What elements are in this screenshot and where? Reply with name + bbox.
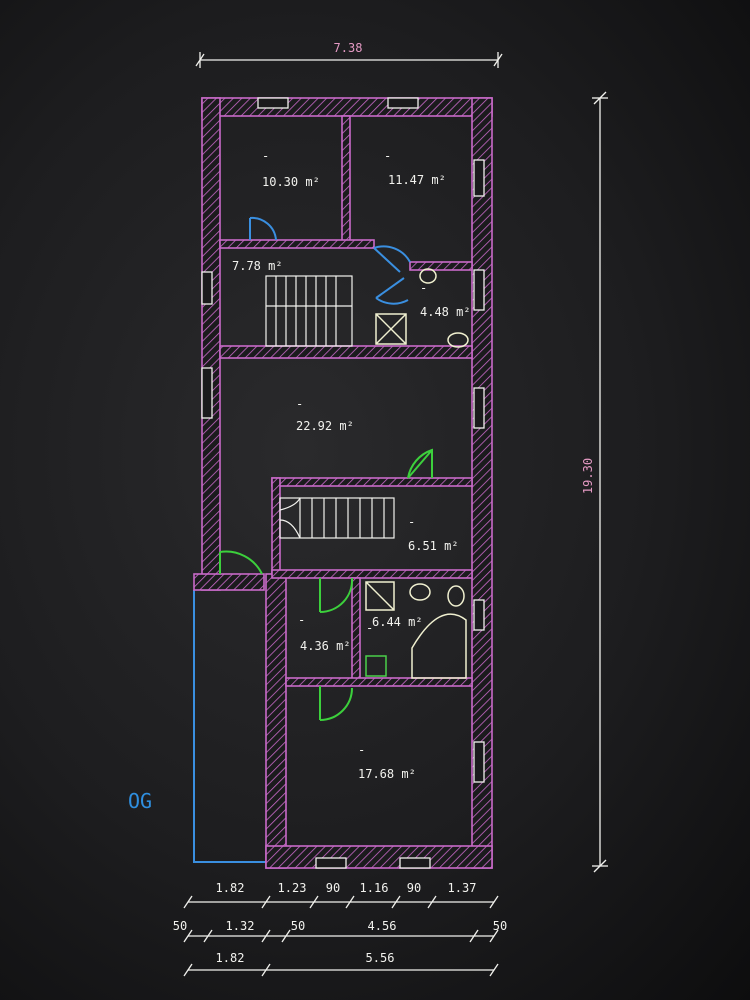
room-6-dash: - xyxy=(408,515,415,529)
door-room-7 xyxy=(319,577,354,614)
doors xyxy=(219,216,433,721)
dimension-row-1: 1.82 1.23 90 1.16 90 1.37 xyxy=(183,881,499,909)
dim-r2-4: 50 xyxy=(493,919,507,933)
wall-left-upper xyxy=(201,97,221,591)
room-4-dash: - xyxy=(420,281,427,295)
room-7-area: 4.36 m² xyxy=(300,639,351,653)
dim-r3-0: 1.82 xyxy=(216,951,245,965)
room-7-dash: - xyxy=(298,613,305,627)
wall-int-6 xyxy=(271,477,281,575)
dim-r2-3: 4.56 xyxy=(368,919,397,933)
room-9-dash: - xyxy=(358,743,365,757)
wall-int-2 xyxy=(219,239,375,249)
floor-label: OG xyxy=(128,789,152,813)
fixtures xyxy=(365,268,469,679)
dim-r3-1: 5.56 xyxy=(366,951,395,965)
dim-r2-2: 50 xyxy=(291,919,305,933)
dimension-row-3: 1.82 5.56 xyxy=(183,951,499,977)
room-9-area: 17.68 m² xyxy=(358,767,416,781)
dim-r2-0: 50 xyxy=(173,919,187,933)
room-1-dash: - xyxy=(262,149,269,163)
wall-int-8 xyxy=(351,577,361,681)
door-balcony xyxy=(219,550,263,575)
room-5-area: 22.92 m² xyxy=(296,419,354,433)
door-room-6 xyxy=(407,448,433,479)
balcony-outline xyxy=(193,590,266,863)
wall-int-3 xyxy=(409,261,473,271)
door-room-9 xyxy=(319,686,353,721)
dim-r1-3: 1.16 xyxy=(360,881,389,895)
wall-top xyxy=(201,97,493,117)
wall-int-1 xyxy=(341,115,351,243)
right-dimension: 19.30 xyxy=(581,91,608,873)
room-2-dash: - xyxy=(384,149,391,163)
room-labels: - 10.30 m² - 11.47 m² 7.78 m² - 4.48 m² … xyxy=(232,149,471,781)
upper-staircase xyxy=(265,275,353,347)
door-hall-1 xyxy=(373,245,411,273)
dim-r1-4: 90 xyxy=(407,881,421,895)
wall-int-7 xyxy=(271,569,473,579)
room-8-area: 6.44 m² xyxy=(372,615,423,629)
dim-r1-2: 90 xyxy=(326,881,340,895)
room-1-area: 10.30 m² xyxy=(262,175,320,189)
wall-int-5 xyxy=(271,477,473,487)
right-dimension-label: 19.30 xyxy=(581,458,595,494)
room-4-area: 4.48 m² xyxy=(420,305,471,319)
room-6-area: 6.51 m² xyxy=(408,539,459,553)
dim-r1-5: 1.37 xyxy=(448,881,477,895)
top-dimension-label: 7.38 xyxy=(334,41,363,55)
wall-int-9 xyxy=(285,677,473,687)
lower-staircase xyxy=(279,497,395,539)
room-3-area: 7.78 m² xyxy=(232,259,283,273)
door-bath-1 xyxy=(375,277,409,305)
dimension-row-2: 50 1.32 50 4.56 50 xyxy=(173,919,507,943)
wall-step xyxy=(193,573,265,591)
top-dimension: 7.38 xyxy=(195,41,503,68)
room-5-dash: - xyxy=(296,397,303,411)
door-room-1 xyxy=(249,216,277,241)
room-2-area: 11.47 m² xyxy=(388,173,446,187)
windows xyxy=(201,97,485,869)
wall-bottom xyxy=(265,845,493,869)
dim-r2-1: 1.32 xyxy=(226,919,255,933)
room-8-dash: - xyxy=(366,621,373,635)
walls xyxy=(193,97,493,869)
dim-r1-1: 1.23 xyxy=(278,881,307,895)
wall-int-4 xyxy=(219,345,473,359)
wall-left-lower xyxy=(265,573,287,869)
dim-r1-0: 1.82 xyxy=(216,881,245,895)
